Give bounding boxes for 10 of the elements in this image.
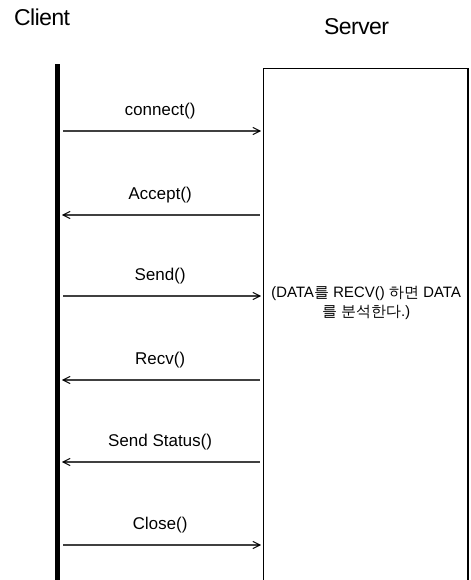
message-arrow <box>62 458 260 466</box>
server-note: (DATA를 RECV() 하면 DATA를 분석한다.) <box>270 283 462 321</box>
lifeline-bar <box>55 64 60 580</box>
lifeline-heading: Client <box>14 6 70 29</box>
message-arrow <box>63 292 261 300</box>
message-arrow <box>62 376 260 384</box>
message-arrow <box>63 126 261 136</box>
message-arrow <box>62 210 260 220</box>
server-heading: Server <box>324 15 388 38</box>
message-arrow <box>63 540 261 550</box>
